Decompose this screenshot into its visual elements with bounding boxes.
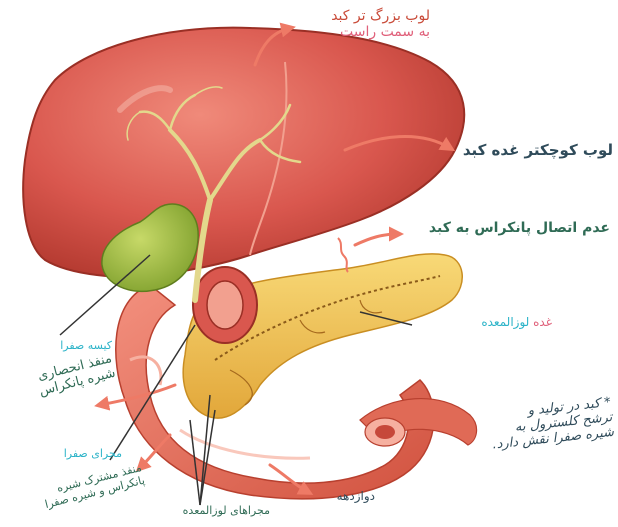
label-right-lobe-line2: به سمت راست (300, 24, 430, 40)
label-right-lobe: لوب بزرگ تر کبد به سمت راست (300, 8, 430, 40)
label-left-lobe: لوب کوچکتر غده کبد (455, 142, 613, 159)
label-gallbladder: کیسه صفرا (12, 340, 112, 353)
label-right-lobe-line1: لوب بزرگ تر کبد (300, 8, 430, 24)
label-no-connection: عدم اتصال پانکراس به کبد (400, 220, 610, 236)
arrow-no-connection (355, 234, 398, 245)
squiggle-mark (338, 238, 348, 272)
label-pancreas: غده لوزالمعده (412, 316, 552, 330)
label-pancreas-name: لوزالمعده (481, 315, 529, 329)
label-pancreatic-ducts: مجراهای لوزالمعده (140, 505, 270, 518)
label-bile-ducts: مجرای صفرا (12, 448, 122, 461)
pylorus-ring (193, 267, 257, 343)
label-duodenum: دوازدهه (305, 490, 375, 504)
label-pancreas-gland: غده (533, 315, 552, 329)
